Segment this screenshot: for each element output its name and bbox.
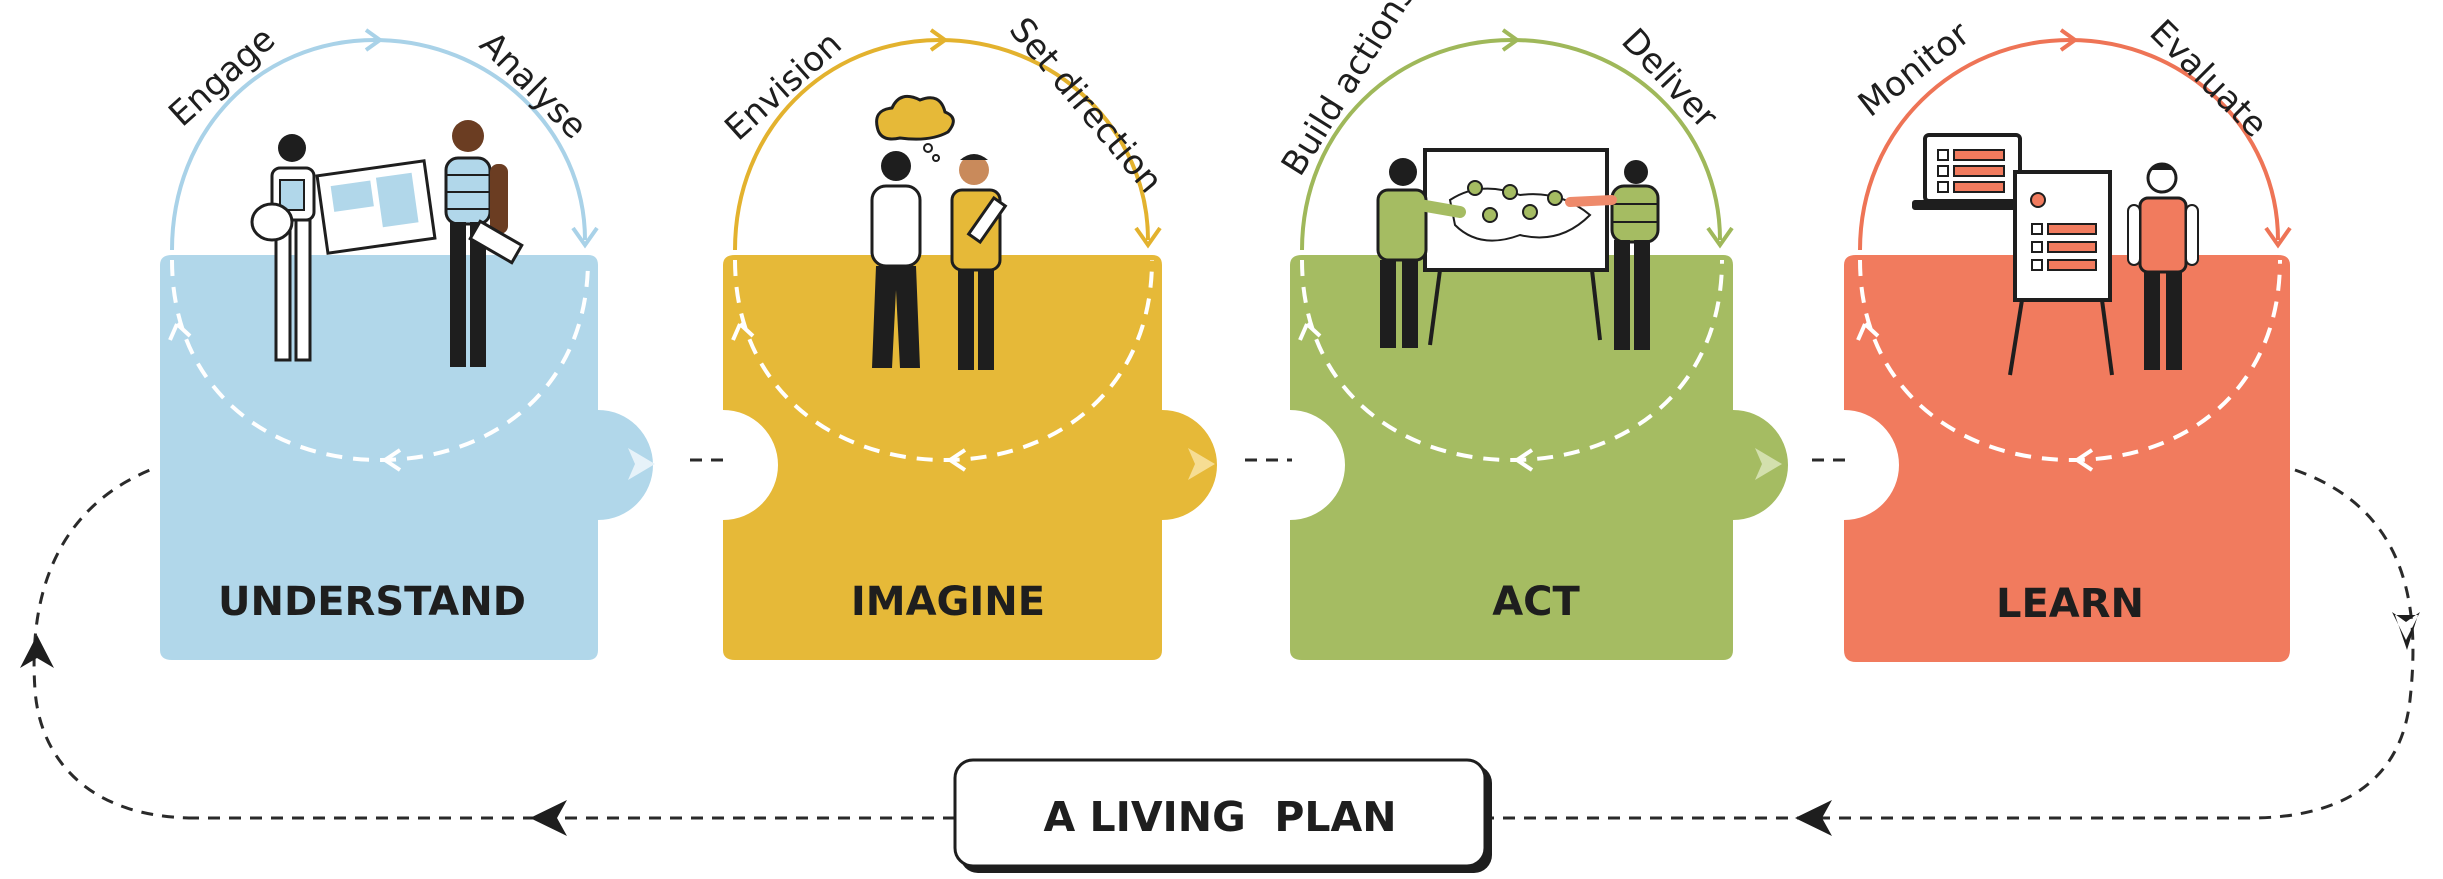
feedback-loop (20, 458, 2420, 836)
inner-arrow-up (1298, 322, 1322, 341)
inner-cycle-dashes (1858, 259, 2282, 463)
inner-arrow-up (1856, 322, 1880, 341)
people-at-map-board-icon (1376, 148, 1660, 350)
top-arc-arrow-mid (364, 28, 384, 52)
top-arc-arrow-end (571, 226, 599, 249)
piece-body (723, 255, 1217, 660)
plan-label: A LIVING PLAN (1043, 793, 1396, 841)
people-with-map-icon (250, 120, 524, 367)
inner-arrow-left (2075, 448, 2094, 472)
top-arc (1858, 37, 2280, 251)
stage-label: LEARN (1996, 581, 2144, 627)
inner-arrow-up (731, 322, 755, 341)
tab-chevron-icon (1188, 448, 1215, 480)
tab-chevron-icon (1755, 448, 1782, 480)
puzzle-piece-understand: Engage Analyse UNDERSTAND (160, 19, 655, 660)
inner-arrow-left (1515, 448, 1534, 472)
top-arc (170, 37, 587, 251)
arrow-left-bottom-left (530, 800, 567, 836)
puzzle-piece-act: Build actions Deliver ACT (1274, 0, 1788, 660)
arc-label-right: Evaluate (2142, 12, 2275, 145)
stage-label: IMAGINE (851, 579, 1045, 625)
arc-label-left: Build actions (1274, 0, 1424, 183)
stage-label: UNDERSTAND (218, 579, 526, 625)
top-arc-arrow-mid (2059, 28, 2079, 52)
top-arc-arrow-mid (929, 28, 949, 52)
people-thinking-icon (870, 94, 1008, 370)
puzzle-piece-imagine: Envision Set direction IMAGINE (717, 10, 1217, 660)
person-with-reports-icon (1912, 133, 2199, 376)
puzzle-piece-learn: Monitor Evaluate LEARN (1844, 12, 2292, 662)
top-arc-arrow-end (1134, 226, 1162, 249)
stage-label: ACT (1492, 579, 1580, 625)
living-plan-box: A LIVING PLAN (953, 758, 1492, 873)
top-arc-arrow-end (2264, 226, 2292, 249)
inner-arrow-left (948, 448, 967, 472)
arc-label-left: Envision (717, 24, 849, 149)
loop-right-curve (2249, 468, 2415, 820)
arc-label-right: Analyse (472, 24, 595, 147)
arrow-up-left (20, 635, 54, 668)
top-arc (733, 37, 1150, 251)
loop-left-curve (32, 466, 196, 820)
arc-label-left: Engage (161, 19, 283, 134)
inner-arrow-up (168, 322, 192, 341)
arrow-down-right (2392, 612, 2420, 650)
plan-box (953, 758, 1487, 868)
tab-chevron-icon (628, 448, 655, 480)
top-arc-arrow-mid (1501, 28, 1521, 52)
inner-cycle-dashes (733, 259, 1154, 463)
arc-label-right: Deliver (1613, 21, 1725, 137)
top-arc (1300, 37, 1722, 251)
inner-cycle-dashes (170, 259, 590, 463)
top-arc-arrow-end (1706, 226, 1734, 249)
inner-arrow-left (383, 448, 402, 472)
arrow-left-bottom-right (1795, 800, 1832, 836)
arc-label-right: Set direction (1001, 10, 1170, 201)
inner-cycle-dashes (1300, 259, 1724, 463)
